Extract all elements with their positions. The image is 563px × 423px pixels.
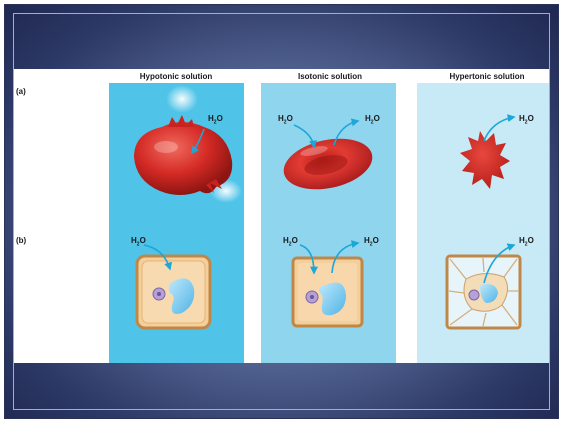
plasmolyzed-plant-cell [447,256,520,328]
h2o-label-plant-isotonic-out: H2O [364,236,379,248]
h2o-label-rbc-isotonic-in: H2O [278,114,293,126]
h2o-label-rbc-hypotonic: H2O [208,114,223,126]
h2o-label-rbc-isotonic-out: H2O [365,114,380,126]
isotonic-title: Isotonic solution [298,72,362,81]
osmosis-figure: Hypotonic solution Isotonic solution Hyp… [14,69,549,363]
turgid-plant-cell [137,256,210,328]
h2o-label-plant-isotonic-in: H2O [283,236,298,248]
row-label-b: (b) [16,236,26,245]
h2o-label-rbc-hypertonic: H2O [519,114,534,126]
h2o-label-plant-hypertonic: H2O [519,236,534,248]
flaccid-plant-cell [293,258,362,326]
hypotonic-title: Hypotonic solution [140,72,212,81]
h2o-label-plant-hypotonic: H2O [131,236,146,248]
row-label-a: (a) [16,87,26,96]
hypertonic-title: Hypertonic solution [449,72,524,81]
